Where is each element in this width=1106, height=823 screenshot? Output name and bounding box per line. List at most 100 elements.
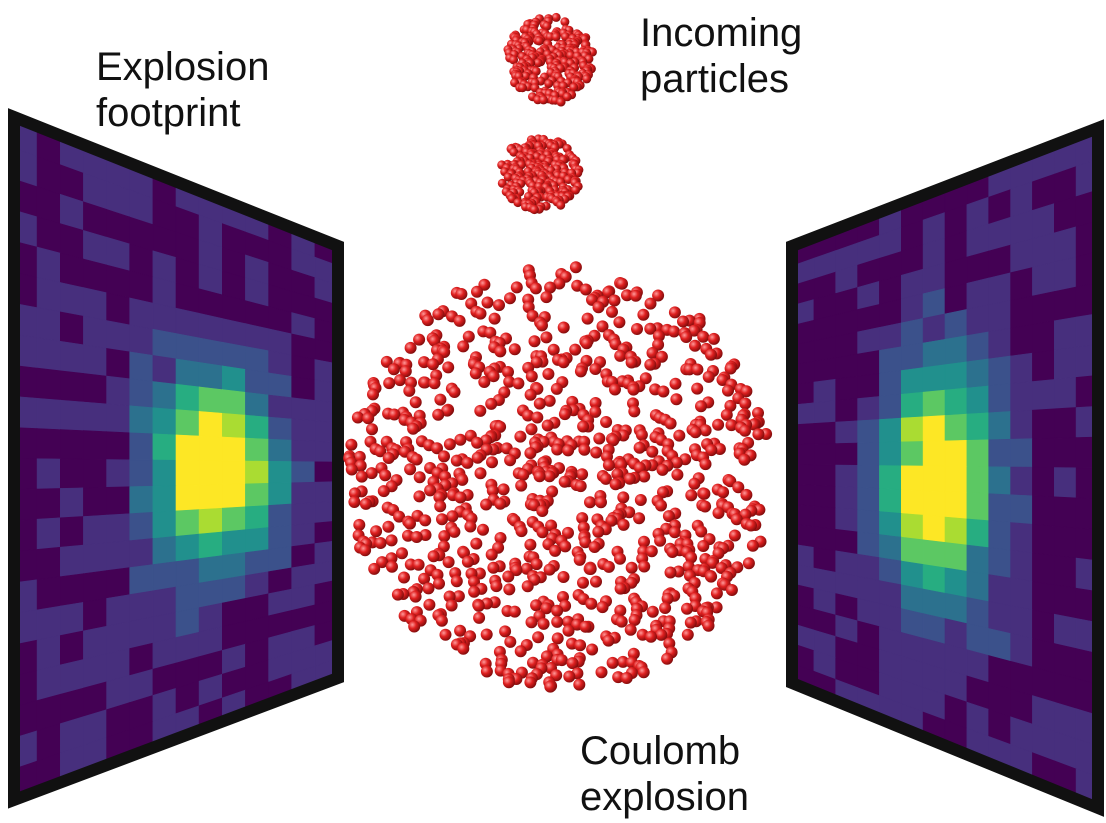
right-heatmap-cell [1054,496,1077,529]
particle [396,547,408,560]
particle [659,602,672,614]
particle [732,481,745,494]
left-heatmap-cell [245,391,269,418]
particle [443,590,456,603]
particle [707,332,720,345]
particle [530,356,543,369]
particle [652,289,665,302]
particle [537,617,550,630]
right-heatmap-cell [879,557,902,586]
left-heatmap-cell [245,527,269,553]
particle [680,331,693,343]
particle [638,535,650,548]
right-heatmap-cell [988,411,1011,441]
left-heatmap-cell [291,543,316,569]
particle [431,442,443,455]
left-heatmap-cell [83,258,107,294]
particle [473,611,486,624]
right-heatmap-cell [879,417,902,443]
right-heatmap-cell [857,509,880,535]
particle [739,397,752,410]
particle [379,469,392,482]
right-heatmap-cell [966,492,990,522]
particle [589,405,602,418]
particle [638,470,651,483]
particle [355,470,368,483]
particle [662,510,675,523]
particle [497,483,510,496]
left-heatmap-cell [129,405,154,435]
particle [544,680,557,693]
particle [645,545,658,558]
left-heatmap-cell [36,277,61,313]
particle [408,620,421,633]
particle [606,305,618,318]
particle [596,601,609,614]
right-heatmap-cell [944,439,968,467]
left-heatmap-cell [83,542,107,575]
left-heatmap-cell [129,538,154,568]
right-heatmap-cell [1010,522,1033,554]
particle [387,363,400,376]
left-heatmap-cell [175,358,200,388]
right-heatmap-cell [1054,286,1077,322]
particle [545,519,558,532]
incoming-particles-label-line1: Incoming [640,11,803,55]
particle [551,12,561,22]
particle [462,330,475,343]
left-heatmap-cell [152,586,177,618]
particle [345,438,358,451]
particle [377,485,390,498]
right-heatmap-cell [857,464,880,489]
particle [448,525,461,538]
left-heatmap-cell [129,432,154,461]
particle [677,315,689,328]
particle [716,374,729,386]
particle [577,420,590,433]
left-heatmap-cell [245,460,269,485]
particle [386,560,398,573]
particle [435,614,448,627]
particle [645,630,657,643]
particle [581,312,594,325]
right-heatmap-cell [900,391,924,419]
right-heatmap-cell [944,542,968,572]
particle [710,601,723,614]
right-heatmap-cell [988,327,1011,360]
particle [573,553,586,566]
left-heatmap-cell [59,573,84,607]
right-heatmap-cell [1054,555,1077,589]
right-heatmap-cell [835,420,858,444]
particle [579,283,592,296]
particle [472,599,485,612]
particle [627,383,640,396]
particle [682,560,695,573]
left-heatmap-cell [59,601,84,636]
particle [724,399,737,412]
particle [434,393,447,406]
particle [469,367,482,380]
particle [353,518,366,531]
particle [569,82,579,92]
particle [365,467,378,480]
right-heatmap-cell [988,383,1011,414]
particle [544,79,554,89]
particle [633,512,646,525]
particle [740,488,753,501]
particle [702,619,715,632]
particle [580,337,593,350]
particle [625,356,638,369]
particle [359,544,372,557]
left-heatmap-cell [245,437,269,462]
particle [578,443,591,456]
left-heatmap-cell [198,531,223,559]
left-heatmap-cell [59,487,84,519]
particle [547,343,560,356]
left-heatmap-cell [83,344,107,377]
particle [689,426,702,439]
right-heatmap-cell [857,553,880,581]
particle [670,393,683,406]
left-heatmap-cell [268,394,293,420]
particle [542,368,555,380]
particle [468,585,481,598]
